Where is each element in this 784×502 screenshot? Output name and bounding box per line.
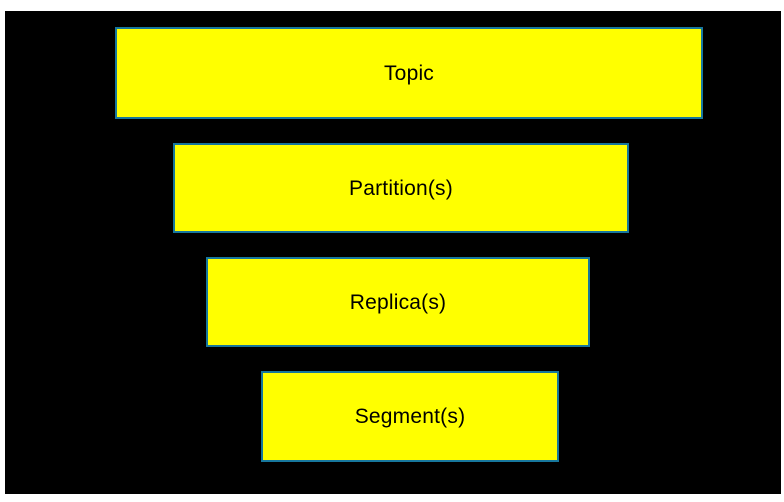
box-topic-label: Topic — [383, 61, 435, 85]
box-replicas: Replica(s) — [206, 257, 590, 347]
box-partitions-label: Partition(s) — [349, 176, 453, 200]
box-segments: Segment(s) — [261, 371, 559, 462]
box-replicas-label: Replica(s) — [349, 290, 447, 314]
box-topic: Topic — [115, 27, 703, 119]
box-segments-label: Segment(s) — [354, 405, 466, 428]
box-partitions: Partition(s) — [173, 143, 629, 233]
